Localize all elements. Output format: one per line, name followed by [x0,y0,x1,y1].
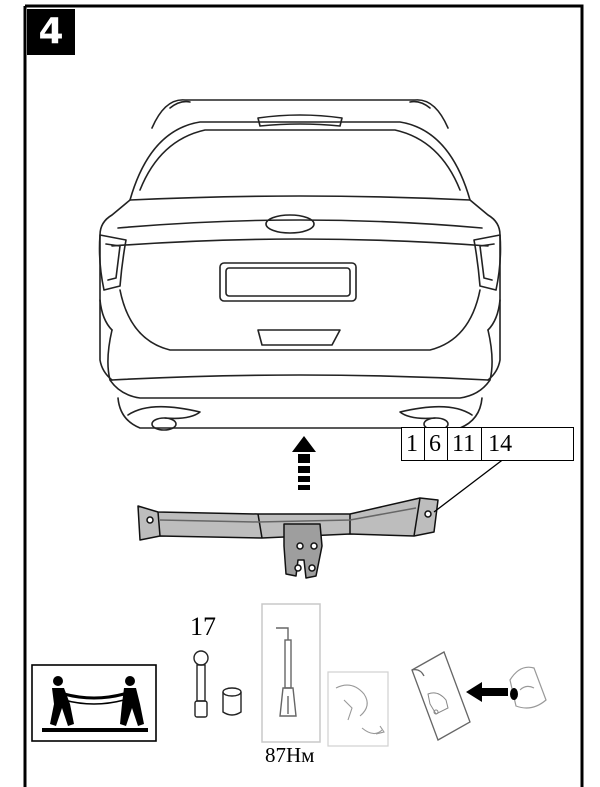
part-number: 1 [402,428,425,460]
parts-list: 1 6 11 14 [401,427,574,461]
part-number: 11 [448,428,483,460]
wrench-size-label: 17 [190,612,216,641]
part-number: 14 [488,431,513,457]
torque-value: 87Нм [265,743,315,767]
step-number-badge: 4 [27,9,75,55]
part-number: 6 [425,428,448,460]
